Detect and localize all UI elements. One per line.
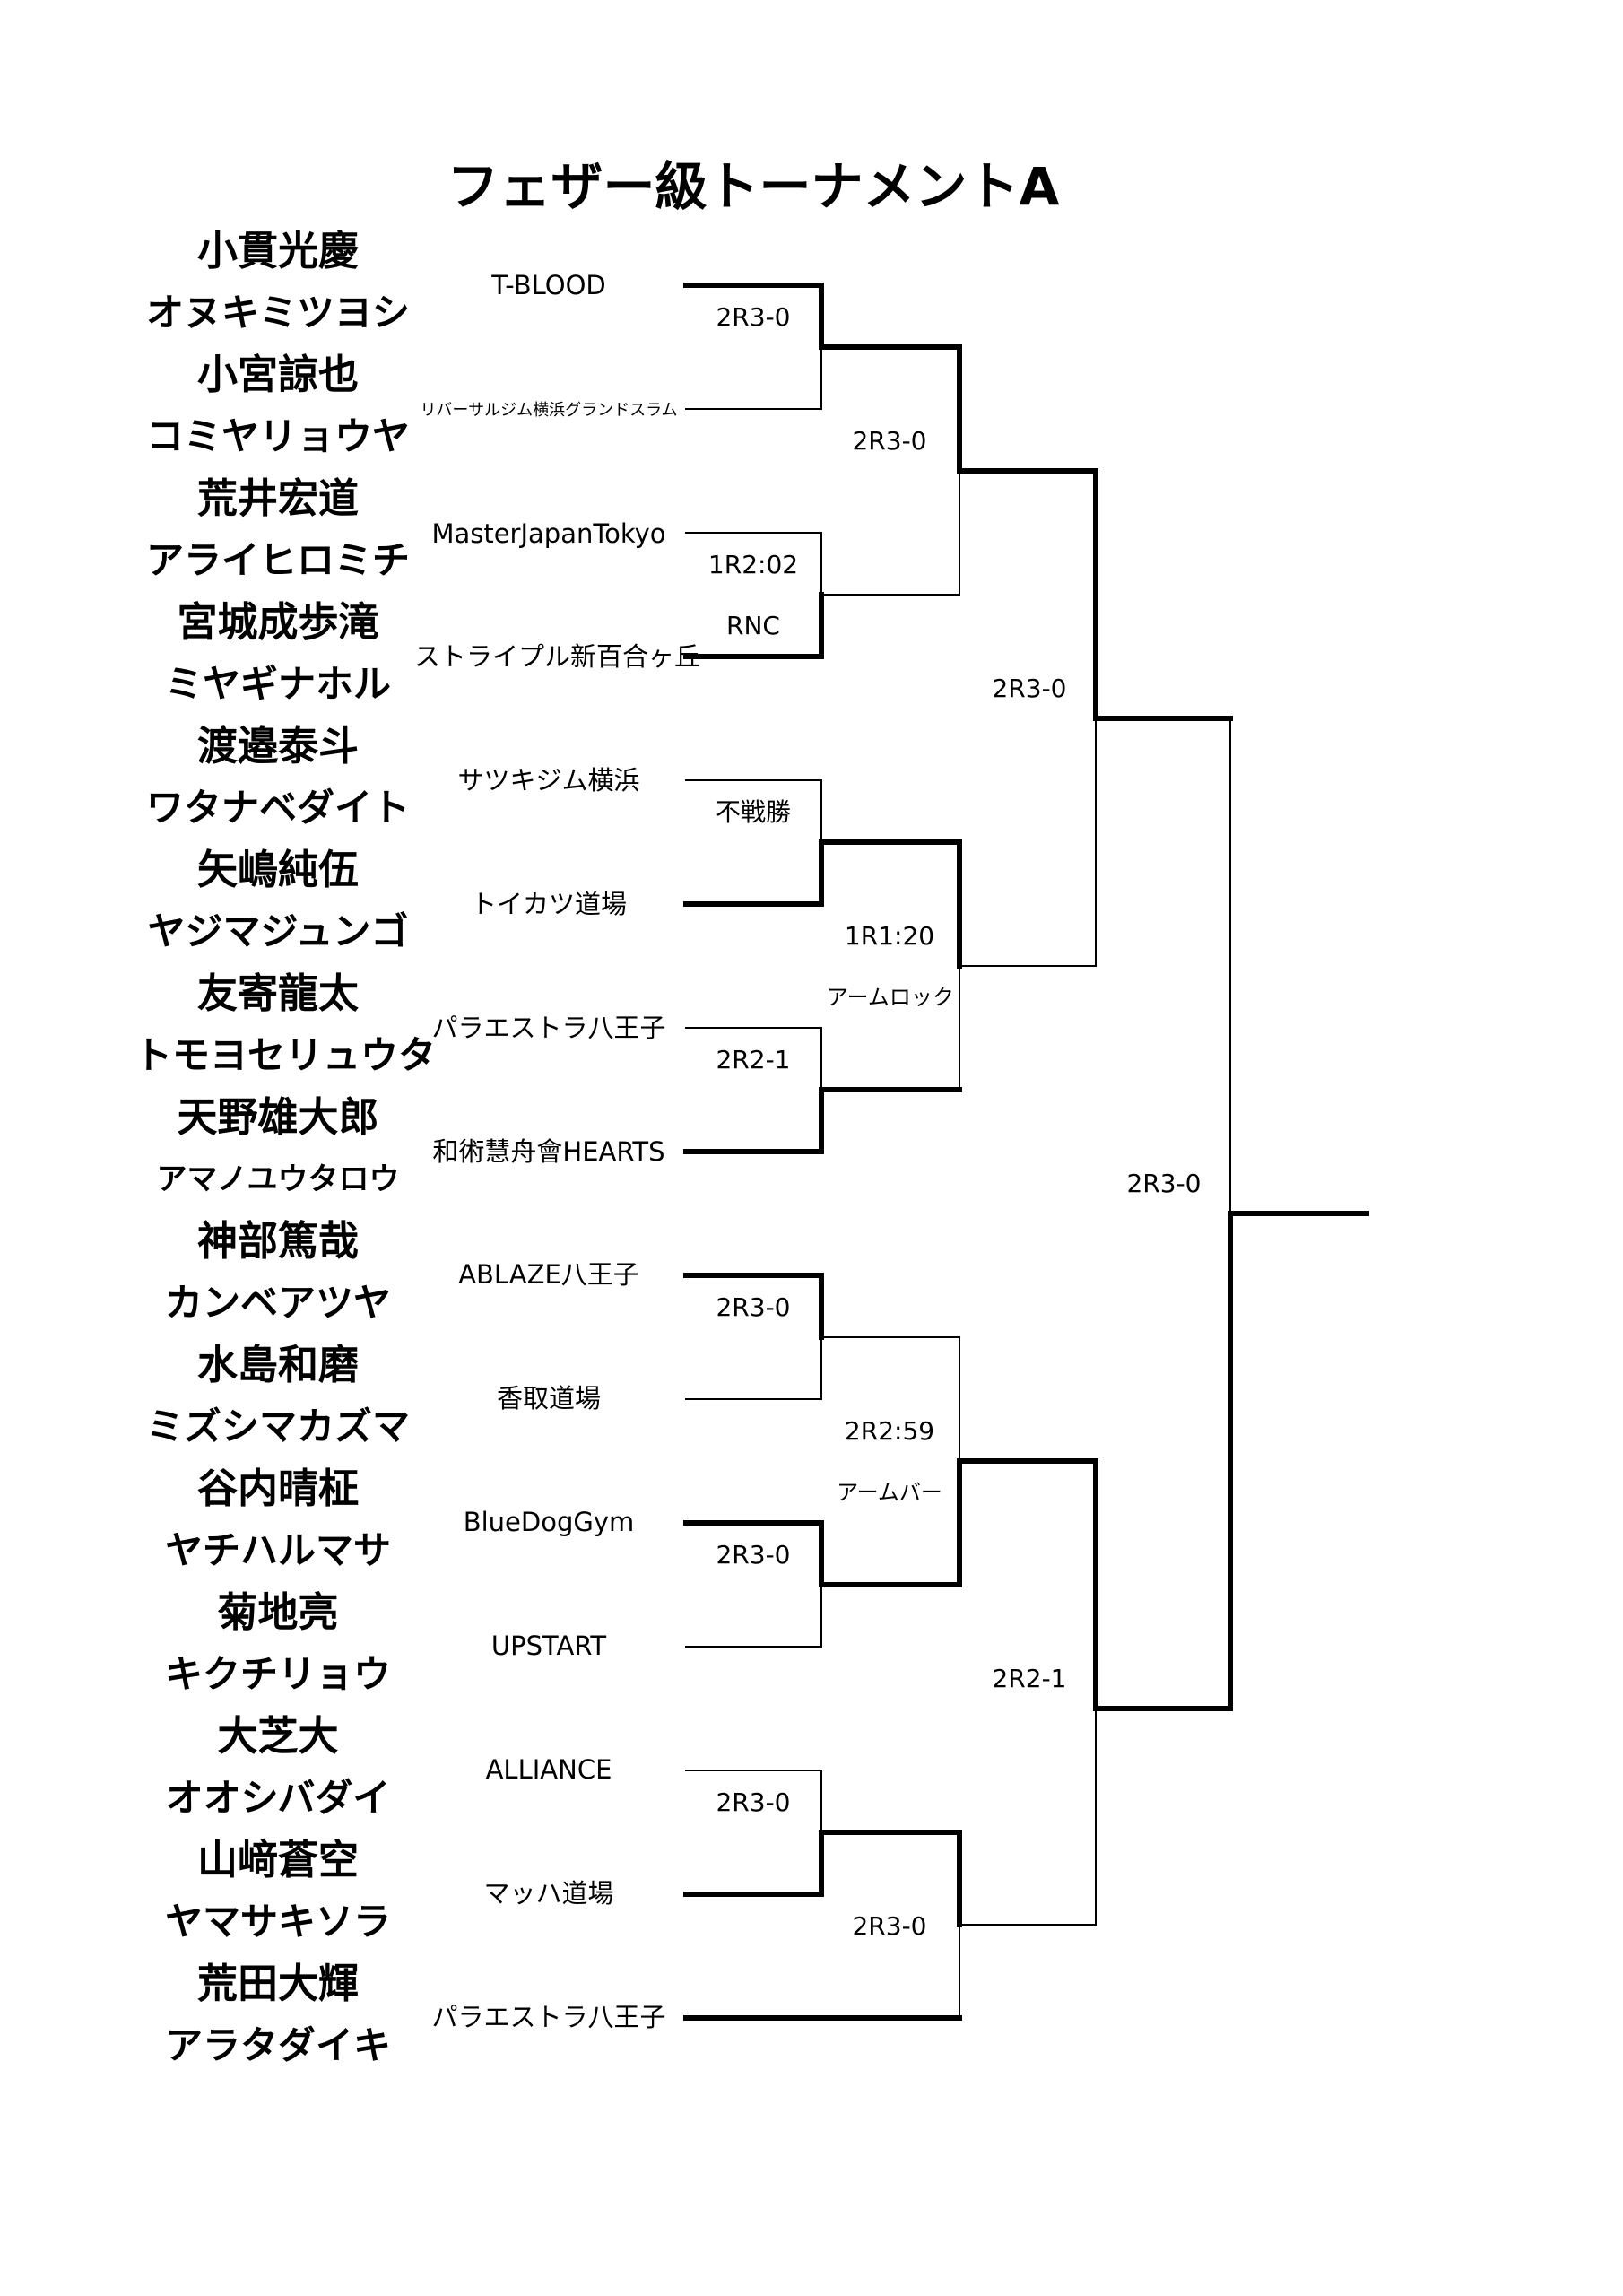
player-name: 菊地亮 [217, 1588, 339, 1636]
player-kana: オオシバダイ [165, 1776, 391, 1820]
match-result: 2R3-0 [852, 1911, 927, 1941]
player-entry: 菊地亮 キクチリョウ [135, 1582, 421, 1706]
player-entry: 渡邉泰斗 ワタナベダイト [135, 716, 421, 839]
match-result: 2R3-0 [716, 302, 791, 332]
gym-label: リバーサルジム横浜グランドスラム [420, 401, 678, 420]
match-method: RNC [726, 611, 780, 640]
player-entry: 宮城成歩滝 ミヤギナホル [135, 592, 421, 716]
player-kana: ミズシマカズマ [145, 1405, 410, 1448]
player-name: 宮城成歩滝 [177, 598, 379, 646]
player-kana: ヤジマジュンゴ [147, 909, 409, 953]
player-name: 荒田大輝 [196, 1960, 359, 2007]
player-kana: アラタダイキ [164, 2023, 391, 2067]
gym-label: T-BLOOD [491, 270, 606, 300]
match-result: 2R3-0 [716, 1292, 791, 1322]
match-result: 2R3-0 [1126, 1169, 1202, 1198]
player-kana: トモヨセリュウタ [135, 1033, 437, 1077]
gym-label: ALLIANCE [485, 1754, 612, 1785]
gym-label: 和術慧舟會HEARTS [432, 1136, 665, 1167]
player-kana: ヤマサキソラ [164, 1900, 391, 1944]
player-entry: 荒井宏道 アライヒロミチ [135, 468, 421, 592]
player-name: 渡邉泰斗 [196, 722, 359, 770]
match-result: 1R2:02 [707, 550, 799, 579]
player-name: 水島和磨 [196, 1341, 359, 1388]
player-name: 荒井宏道 [196, 474, 359, 522]
player-entry: 山﨑蒼空 ヤマサキソラ [135, 1830, 421, 1953]
player-entry: 水島和磨 ミズシマカズマ [135, 1335, 421, 1458]
player-entry: 友寄龍太 トモヨセリュウタ [135, 963, 437, 1087]
gym-label: 香取道場 [496, 1383, 601, 1413]
player-entry: 神部篤哉 カンベアツヤ [135, 1211, 421, 1335]
player-name: 神部篤哉 [196, 1217, 359, 1265]
match-method: アームロック [827, 985, 954, 1010]
player-entry: 小貫光慶 オヌキミツヨシ [135, 221, 421, 344]
gym-label: MasterJapanTokyo [431, 518, 666, 549]
player-name: 友寄龍太 [196, 970, 359, 1017]
player-name: 天野雄大郎 [177, 1093, 379, 1141]
player-kana: オヌキミツヨシ [145, 291, 410, 335]
page-title: フェザー級トーナメントA [447, 156, 1060, 217]
player-kana: アライヒロミチ [145, 538, 410, 582]
match-result: 2R3-0 [716, 1540, 791, 1570]
player-name: 小貫光慶 [196, 227, 359, 274]
match-result: 不戦勝 [715, 797, 791, 827]
player-kana: ワタナベダイト [145, 786, 410, 830]
gym-label: トイカツ道場 [470, 889, 627, 919]
player-name: 大芝大 [217, 1712, 339, 1760]
match-result: 2R3-0 [716, 1787, 791, 1817]
player-kana: キクチリョウ [164, 1652, 391, 1696]
gym-label: マッハ道場 [483, 1878, 614, 1909]
gym-label: パラエストラ八王子 [431, 2002, 666, 2032]
match-method: アームバー [837, 1480, 942, 1505]
player-entry: 大芝大 オオシバダイ [135, 1706, 421, 1830]
player-entry: 天野雄大郎 アマノユウタロウ [135, 1087, 421, 1211]
match-result: 2R3-0 [852, 426, 927, 456]
player-kana: アマノユウタロウ [156, 1161, 400, 1197]
player-name: 谷内晴柾 [196, 1465, 359, 1512]
gym-label: ストライプル新百合ヶ丘 [414, 641, 701, 672]
player-entry: 矢嶋純伍 ヤジマジュンゴ [135, 839, 421, 963]
match-result: 1R1:20 [844, 921, 935, 951]
match-result: 2R3-0 [992, 674, 1067, 703]
player-kana: ヤチハルマサ [164, 1528, 391, 1572]
gym-label: BlueDogGym [463, 1507, 635, 1537]
gym-label: UPSTART [490, 1631, 607, 1661]
player-entry: 荒田大輝 アラタダイキ [135, 1953, 421, 2077]
player-name: 山﨑蒼空 [196, 1836, 359, 1883]
match-result: 2R2-1 [716, 1045, 791, 1074]
match-result: 2R2:59 [844, 1416, 935, 1446]
gym-label: パラエストラ八王子 [431, 1013, 666, 1043]
player-name: 小宮諒也 [196, 351, 359, 398]
match-result: 2R2-1 [992, 1664, 1067, 1693]
player-kana: ミヤギナホル [164, 662, 391, 706]
player-entry: 谷内晴柾 ヤチハルマサ [135, 1458, 421, 1582]
gym-label: サツキジム横浜 [457, 765, 640, 796]
gym-label: ABLAZE八王子 [458, 1259, 639, 1290]
player-entry: 小宮諒也 コミヤリョウヤ [135, 344, 421, 468]
player-kana: カンベアツヤ [164, 1281, 391, 1325]
player-name: 矢嶋純伍 [196, 846, 359, 893]
player-kana: コミヤリョウヤ [145, 414, 410, 458]
